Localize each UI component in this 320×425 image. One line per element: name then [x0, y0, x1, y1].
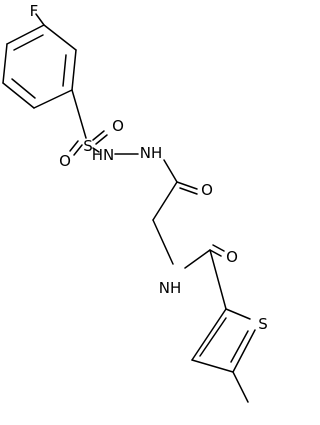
hydrazide-nh-atom-label: NH [140, 144, 163, 162]
methyl-bond [232, 371, 249, 403]
amide-linker [184, 244, 227, 310]
thiophene-ring [191, 308, 256, 373]
hydrazide-hn-atom-label: HN [92, 146, 115, 164]
sulfonyl-oxygen-left-atom-label: O [59, 152, 71, 170]
atom-labels: F S O O HN NH O NH O S [30, 2, 268, 333]
amide-carbonyl-oxygen-atom-label: O [226, 248, 238, 266]
sulfonyl-oxygen-right-atom-label: O [112, 117, 124, 135]
hydrazide-carbonyl-oxygen-atom-label: O [201, 181, 213, 199]
fluorine-bond [35, 13, 45, 26]
benzene-ring [2, 24, 77, 109]
fluorine-atom-label: F [30, 2, 39, 20]
sulfonyl-group [69, 89, 108, 156]
thiophene-sulfur-atom-label: S [258, 315, 268, 333]
chemical-structure-diagram: F S O O HN NH O NH O S [2, 2, 268, 403]
amide-nh-atom-label: NH [159, 279, 182, 297]
sulfonyl-sulfur-atom-label: S [83, 137, 93, 155]
hydrazide-linker [114, 153, 198, 265]
